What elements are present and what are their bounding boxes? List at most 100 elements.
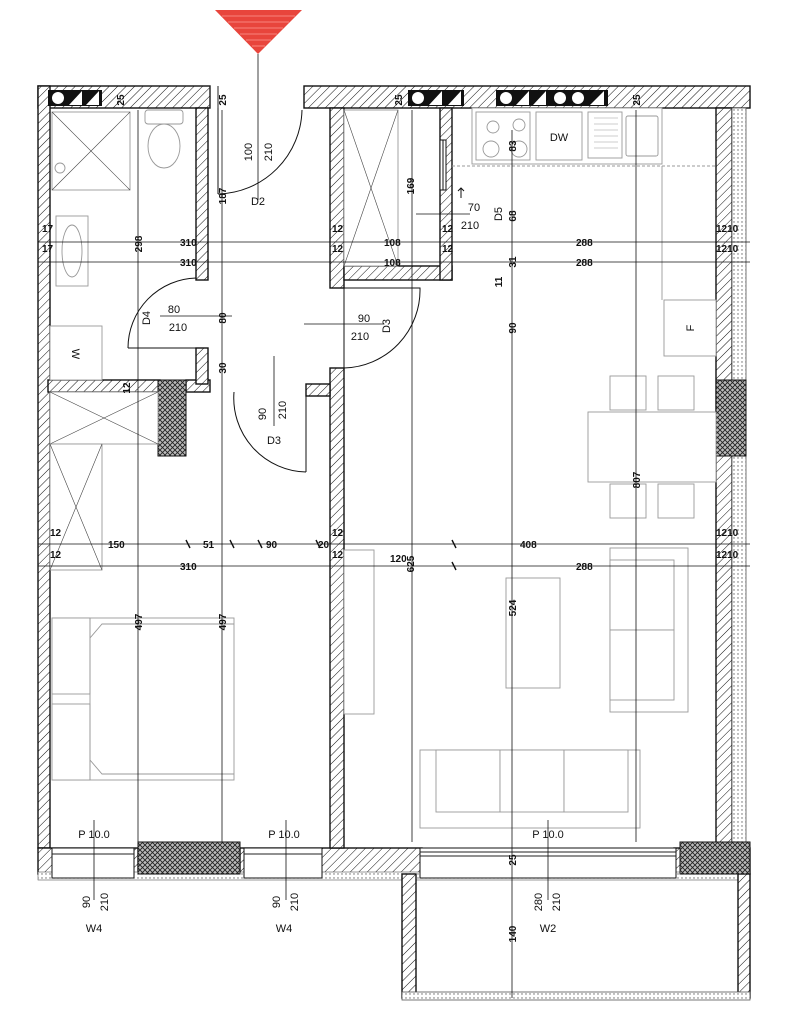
dim-12-a: 12 xyxy=(332,224,344,235)
door-label-d3-bedroom: 90 210 D3 xyxy=(257,401,289,447)
wall-bedroom-hall xyxy=(195,347,209,385)
svg-text:P 10.0: P 10.0 xyxy=(78,829,110,841)
svg-text:DW: DW xyxy=(550,132,569,144)
toilet xyxy=(144,109,184,169)
svg-text:210: 210 xyxy=(461,220,479,232)
dim-17-a: 17 xyxy=(42,224,54,235)
svg-text:D3: D3 xyxy=(267,435,281,447)
svg-text:P 10.0: P 10.0 xyxy=(268,829,300,841)
tv-unit xyxy=(343,549,375,715)
svg-text:280: 280 xyxy=(533,893,545,911)
door-d3-bedroom xyxy=(233,391,307,473)
fridge: F xyxy=(663,299,717,357)
svg-text:100: 100 xyxy=(243,143,255,161)
door-d4 xyxy=(127,277,197,349)
dim-1210-c: 1210 xyxy=(716,528,739,539)
column-bath xyxy=(157,379,187,457)
wall-hall-right-upper xyxy=(329,107,345,289)
dim-12-e: 12 xyxy=(50,528,62,539)
svg-text:210: 210 xyxy=(263,143,275,161)
wall-hall-right-lower xyxy=(329,367,345,849)
door-d2 xyxy=(217,108,303,195)
balcony-wall-right xyxy=(737,873,751,999)
dim-25-e: 25 xyxy=(508,854,519,866)
balcony-floor-edge xyxy=(401,991,751,1001)
svg-text:210: 210 xyxy=(551,893,563,911)
dim-288-b: 288 xyxy=(576,258,593,269)
svg-text:90: 90 xyxy=(358,313,370,325)
svg-text:90: 90 xyxy=(271,896,283,908)
wall-bedroom-right xyxy=(305,383,331,397)
vent-block-left xyxy=(48,90,102,106)
dim-497-a: 497 xyxy=(134,613,145,630)
shower-tray xyxy=(51,111,131,191)
svg-text:210: 210 xyxy=(351,331,369,343)
dim-108-b: 108 xyxy=(384,258,401,269)
column-bottom-right xyxy=(679,841,751,875)
svg-text:W: W xyxy=(69,349,81,360)
window-label-w4-left: P 10.0 90 210 W4 xyxy=(78,829,111,935)
washbasin xyxy=(55,215,89,287)
svg-text:F: F xyxy=(685,324,697,331)
svg-text:80: 80 xyxy=(168,304,180,316)
dim-30: 30 xyxy=(218,362,229,374)
dim-288-c: 288 xyxy=(576,562,593,573)
wall-right xyxy=(715,107,733,849)
dim-524: 524 xyxy=(508,599,519,616)
dim-12-g: 12 xyxy=(332,528,344,539)
dim-12-h: 12 xyxy=(332,550,344,561)
window-bathroom-top xyxy=(209,86,219,108)
svg-text:210: 210 xyxy=(169,322,187,334)
wall-bath-bottom xyxy=(47,379,161,393)
dim-11: 11 xyxy=(494,276,505,287)
dim-12-d: 12 xyxy=(442,244,454,255)
svg-text:90: 90 xyxy=(257,408,269,420)
dim-80-v: 80 xyxy=(218,312,229,324)
door-d3-living xyxy=(343,287,421,369)
window-label-w2: P 10.0 280 210 W2 xyxy=(532,829,564,935)
dim-20: 20 xyxy=(318,540,330,551)
entry-closet xyxy=(343,109,399,267)
wall-bath-hall xyxy=(195,107,209,281)
svg-text:W2: W2 xyxy=(540,923,557,935)
wall-left xyxy=(37,85,51,849)
dim-12-f: 12 xyxy=(50,550,62,561)
dim-310-c: 310 xyxy=(180,562,197,573)
dining-table xyxy=(587,375,717,519)
dim-150: 150 xyxy=(108,540,125,551)
dim-17-b: 17 xyxy=(42,244,54,255)
svg-text:W4: W4 xyxy=(86,923,103,935)
dim-310-b: 310 xyxy=(180,258,197,269)
dim-310-a: 310 xyxy=(180,238,197,249)
dim-1210-a: 1210 xyxy=(716,224,739,235)
dim-298: 298 xyxy=(134,235,145,252)
dim-83: 83 xyxy=(508,140,519,152)
coffee-table xyxy=(505,577,561,689)
dim-12-b: 12 xyxy=(332,244,344,255)
dim-807: 807 xyxy=(632,471,643,488)
wardrobe xyxy=(49,391,159,571)
dim-288-a: 288 xyxy=(576,238,593,249)
double-bed xyxy=(51,617,235,781)
dim-140: 140 xyxy=(508,925,519,942)
svg-text:70: 70 xyxy=(468,202,480,214)
dim-408: 408 xyxy=(520,540,537,551)
door-label-d4: D4 80 210 xyxy=(141,304,187,334)
column-bottom-left xyxy=(137,841,241,875)
door-d5-closet xyxy=(439,139,465,198)
dim-25-c: 25 xyxy=(394,94,405,106)
door-label-d3-living: 90 210 D3 xyxy=(351,313,393,343)
svg-text:90: 90 xyxy=(81,896,93,908)
dim-625: 625 xyxy=(406,555,417,572)
dim-169: 169 xyxy=(406,177,417,194)
svg-text:210: 210 xyxy=(99,893,111,911)
dim-187: 187 xyxy=(218,187,229,204)
svg-text:D3: D3 xyxy=(381,319,393,333)
door-label-d2: 100 210 D2 xyxy=(243,143,275,208)
dim-12-c: 12 xyxy=(442,224,454,235)
svg-text:D4: D4 xyxy=(141,311,153,325)
dim-1210-b: 1210 xyxy=(716,244,739,255)
washing-machine: W xyxy=(49,325,103,381)
dim-68: 68 xyxy=(508,210,519,222)
